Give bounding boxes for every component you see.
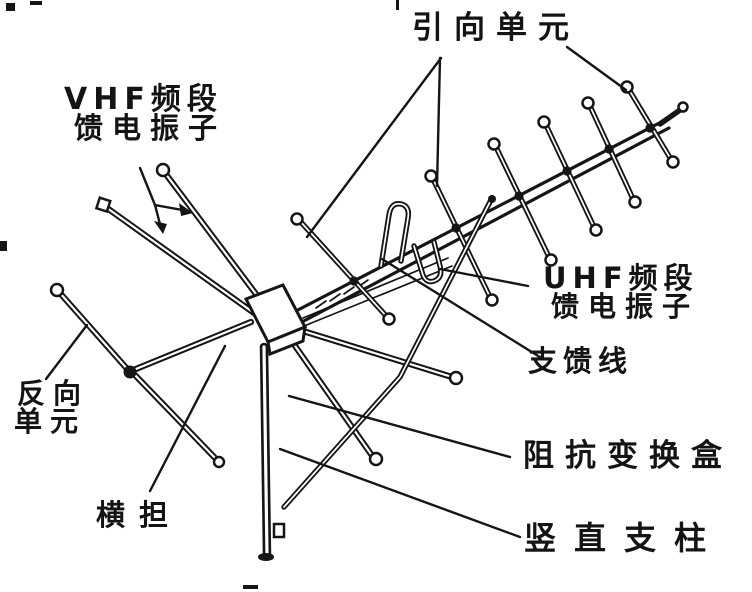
vhf-dipole-arms <box>94 162 464 467</box>
label-reflector-line1: 反向 <box>17 377 90 410</box>
feeder-wire <box>303 265 453 327</box>
arrowhead <box>154 221 167 234</box>
arrowhead <box>179 203 193 216</box>
label-uhf-feed-line2: 馈电振子 <box>551 290 700 323</box>
clamp-knob <box>562 166 572 176</box>
director-rods <box>290 80 680 326</box>
label-director-element: 引向单元 <box>412 10 580 46</box>
label-vhf-feed-line1: VHF频段 <box>64 82 223 117</box>
rod-tip <box>424 169 438 183</box>
label-impedance-transformer-box: 阻抗变换盒 <box>523 438 733 474</box>
mast-base <box>258 553 274 561</box>
leader-reflector <box>44 323 89 381</box>
rod-tip <box>628 195 642 209</box>
rod-tip <box>382 312 396 326</box>
label-reflector-line2: 单元 <box>14 405 87 438</box>
uhf-folded-dipole <box>378 201 444 285</box>
rod-tip <box>94 196 112 214</box>
rod-tip <box>537 115 551 129</box>
leader-impedance-box <box>287 394 512 459</box>
rod-tip <box>487 137 501 151</box>
rod-tip <box>212 455 226 469</box>
clamp-knob <box>645 123 655 133</box>
label-feeder-line: 支馈线 <box>528 344 634 378</box>
rod-tip <box>290 212 304 226</box>
clamp-knob <box>349 276 359 286</box>
vertical-mast <box>258 342 286 561</box>
rod-tip <box>49 282 65 298</box>
rod-tip <box>448 370 464 386</box>
clamp-knob <box>488 195 496 203</box>
rod-tip <box>581 96 595 110</box>
rod-tip <box>485 293 499 307</box>
leader-cross-arm <box>148 344 227 493</box>
impedance-box <box>243 283 308 357</box>
rod-tip <box>368 451 384 467</box>
leader-feeder-line <box>380 257 545 361</box>
feeder-wire <box>302 257 449 319</box>
rod-tip <box>544 253 558 267</box>
joint-knob <box>123 365 137 379</box>
leader-lines <box>44 45 628 539</box>
boom-tip-prong <box>657 107 683 127</box>
leader-director-mid <box>435 56 442 188</box>
label-vertical-support-post: 竖直支柱 <box>524 519 725 557</box>
rod-tip <box>155 162 171 178</box>
rod-tip <box>666 155 680 169</box>
label-vhf-feed-line2: 馈电振子 <box>74 111 227 145</box>
leader-director-left <box>305 56 443 239</box>
reflector-group <box>49 282 255 469</box>
leader-director-right <box>565 45 628 92</box>
rod-tip <box>589 223 603 237</box>
leader-vertical-post <box>278 447 522 539</box>
label-cross-arm: 横担 <box>96 498 183 532</box>
mast-foot-bracket <box>272 522 286 539</box>
leader-uhf <box>438 267 530 288</box>
label-uhf-feed-line1: UHF频段 <box>543 261 699 295</box>
scan-artifacts <box>0 0 399 589</box>
clamp-knob <box>604 144 614 154</box>
clamp-knob <box>451 223 461 233</box>
clamp-knob <box>514 191 524 201</box>
rod-tip <box>677 101 689 113</box>
